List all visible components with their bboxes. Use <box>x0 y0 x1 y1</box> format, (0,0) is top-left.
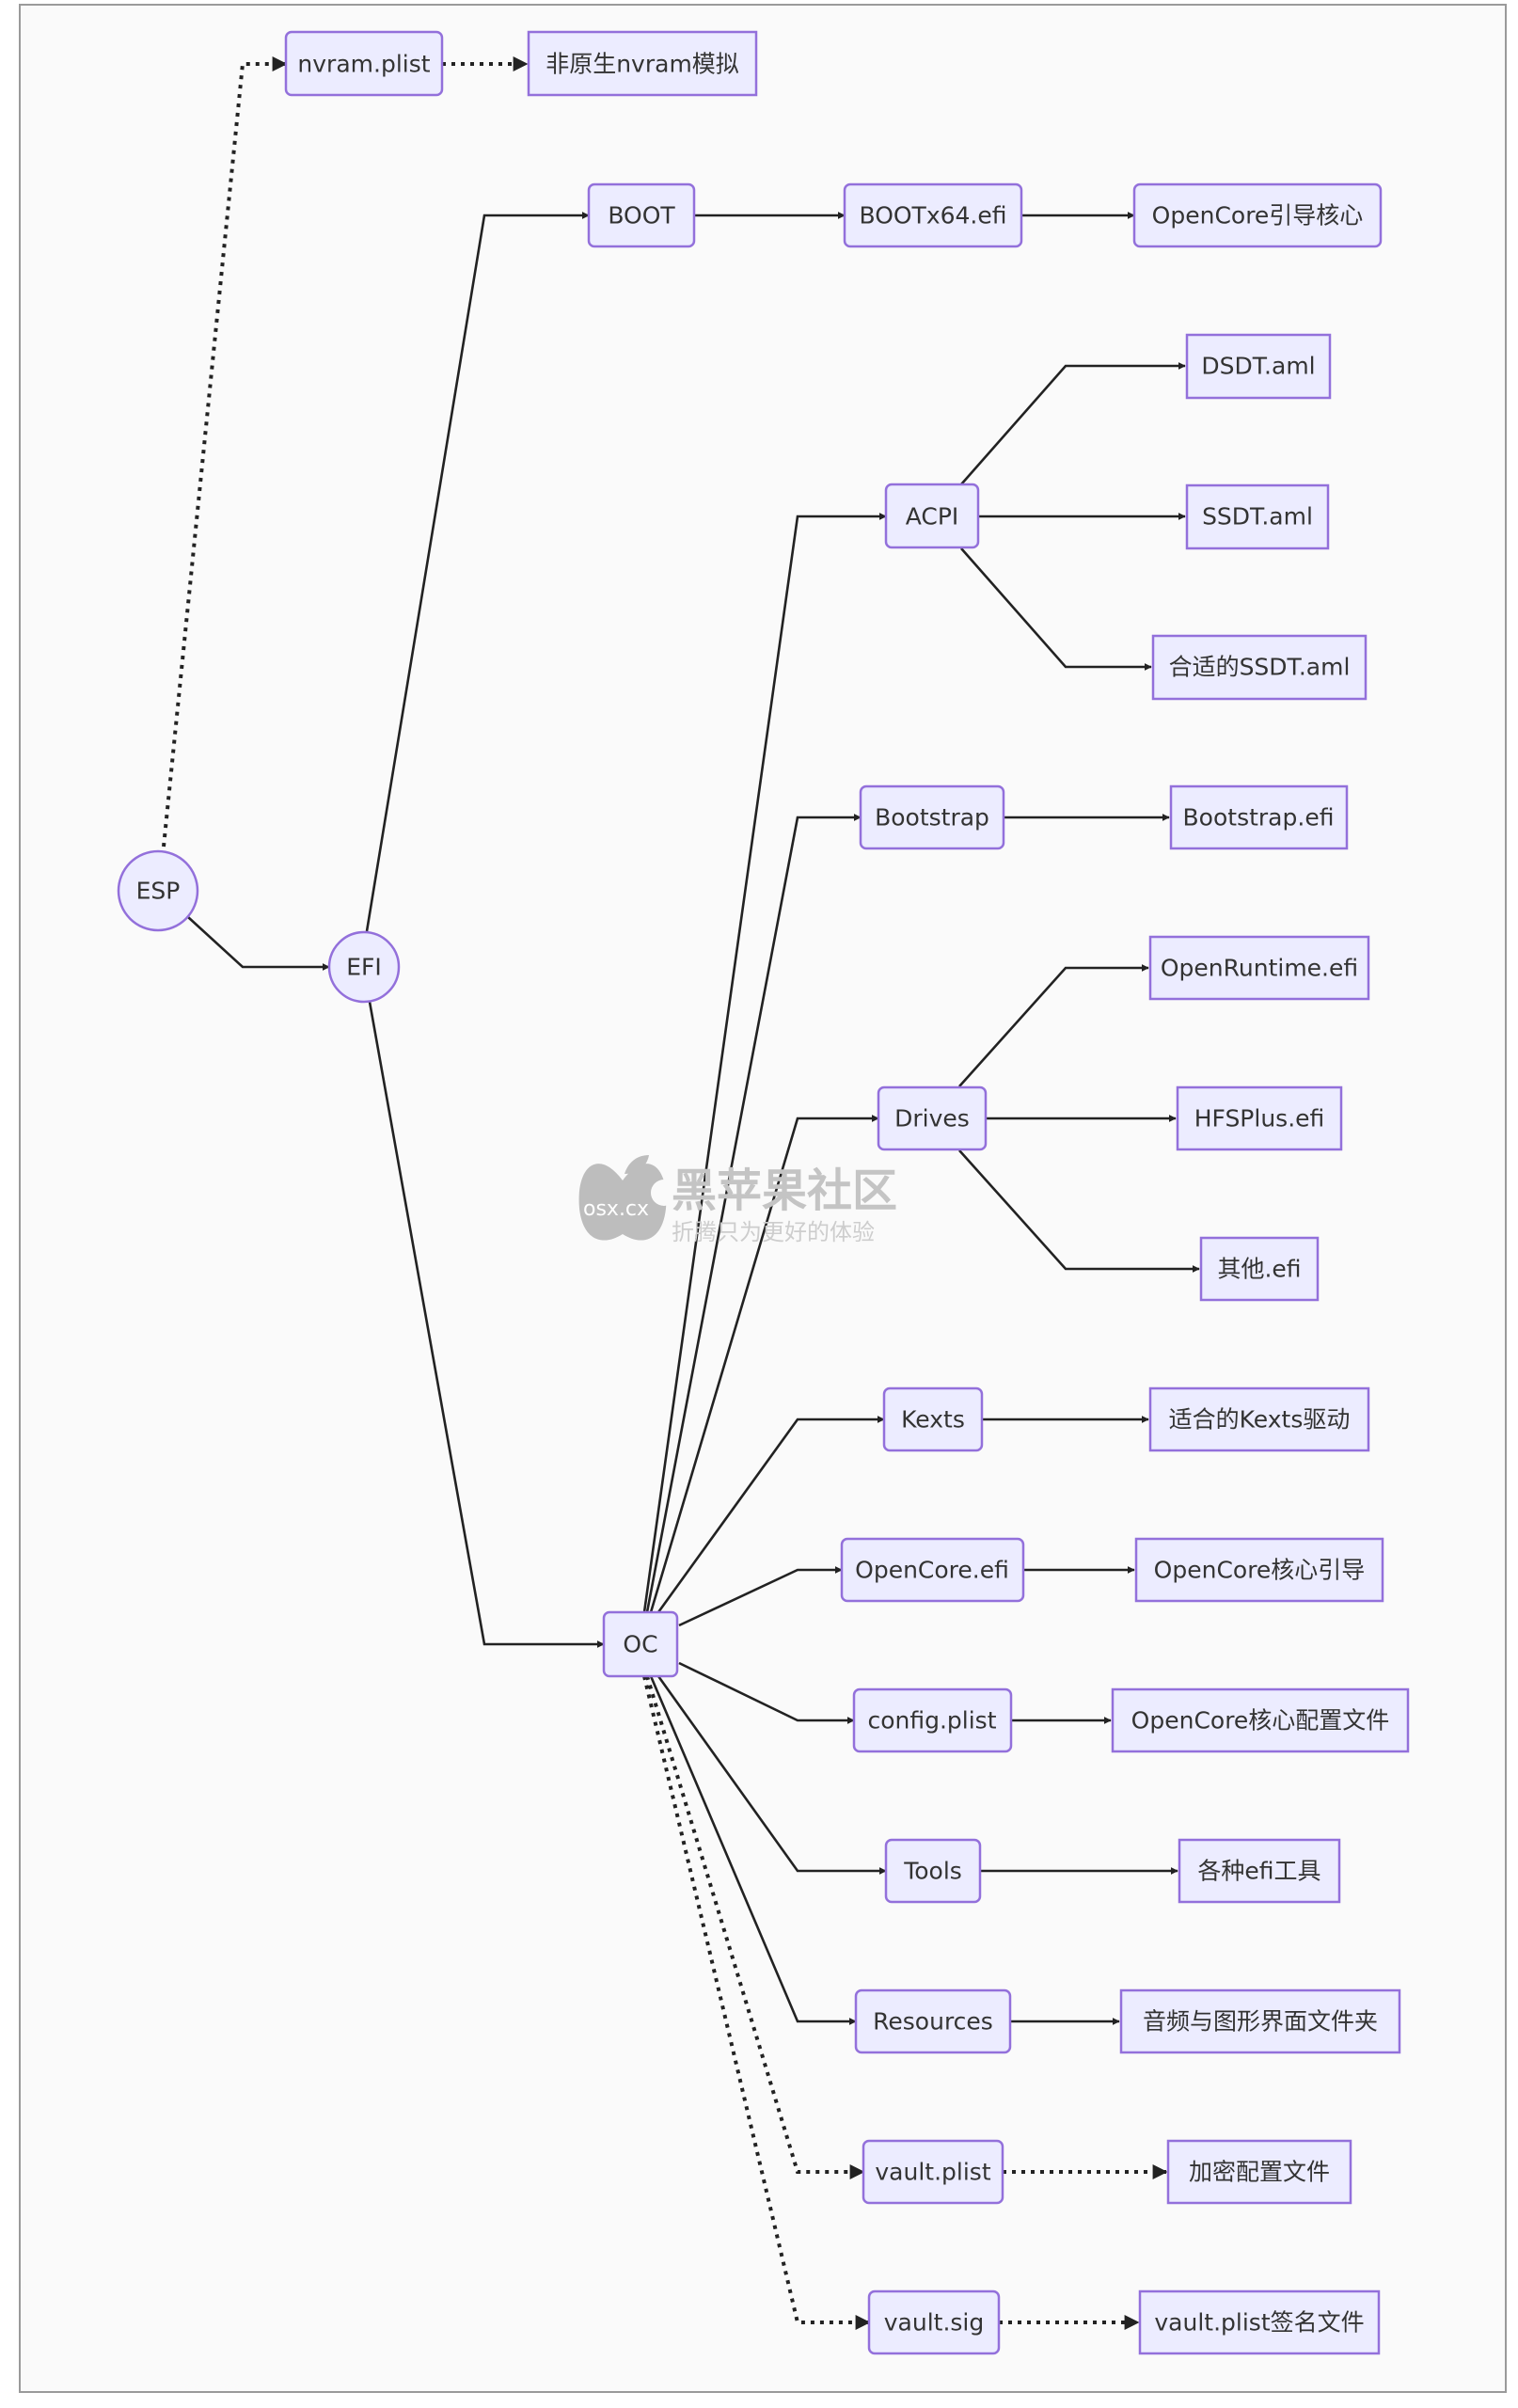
watermark-site-name: 黑苹果社区 <box>672 1164 897 1217</box>
node-efi[interactable]: EFI <box>327 930 401 1004</box>
node-nvram-plist-label: nvram.plist <box>297 51 430 78</box>
node-resources-label: Resources <box>873 2008 993 2036</box>
node-kexts-desc-label: 适合的Kexts驱动 <box>1169 1406 1351 1434</box>
edge-esp-nvram <box>162 56 288 848</box>
node-opencore-efi-label: OpenCore.efi <box>855 1557 1009 1584</box>
node-vault-plist-desc[interactable]: 加密配置文件 <box>1166 2139 1352 2205</box>
node-config-plist-label: config.plist <box>867 1707 996 1735</box>
node-opencore-efi-desc[interactable]: OpenCore核心引导 <box>1134 1537 1384 1603</box>
edge-oc-opencore-efi <box>678 1566 843 1627</box>
node-openruntime[interactable]: OpenRuntime.efi <box>1148 935 1370 1001</box>
edge-oc-vault-sig <box>642 1675 871 2330</box>
node-config-desc[interactable]: OpenCore核心配置文件 <box>1111 1687 1410 1753</box>
node-dsdt[interactable]: DSDT.aml <box>1185 333 1332 400</box>
node-hfsplus[interactable]: HFSPlus.efi <box>1176 1085 1343 1151</box>
edge-oc-bootstrap <box>645 814 862 1613</box>
node-boot-label: BOOT <box>608 202 675 230</box>
node-bootstrap-label: Bootstrap <box>875 804 989 832</box>
edge-oc-drives <box>649 1115 879 1613</box>
edge-acpi-dsdt <box>960 362 1186 485</box>
edge-efi-boot <box>365 212 590 932</box>
node-nvram-plist[interactable]: nvram.plist <box>284 30 444 97</box>
node-drives-label: Drives <box>894 1105 970 1133</box>
node-bootstrap-efi[interactable]: Bootstrap.efi <box>1169 784 1349 850</box>
node-bootx64[interactable]: BOOTx64.efi <box>843 182 1023 248</box>
node-bootx64-desc-label: OpenCore引导核心 <box>1152 202 1364 230</box>
node-tools-label: Tools <box>903 1858 962 1885</box>
node-bootstrap[interactable]: Bootstrap <box>859 784 1005 850</box>
edge-oc-config <box>678 1661 855 1724</box>
node-ssdt-fit[interactable]: 合适的SSDT.aml <box>1151 634 1368 701</box>
node-vault-plist-label: vault.plist <box>875 2159 990 2186</box>
edge-oc-resources <box>649 1675 857 2025</box>
node-nvram-desc-label: 非原生nvram模拟 <box>546 51 739 78</box>
node-other-efi[interactable]: 其他.efi <box>1199 1236 1320 1302</box>
node-resources-desc-label: 音频与图形界面文件夹 <box>1143 2008 1378 2036</box>
node-resources-desc[interactable]: 音频与图形界面文件夹 <box>1119 1988 1401 2054</box>
node-efi-label: EFI <box>346 954 382 981</box>
edge-esp-efi <box>187 916 330 971</box>
edge-oc-tools <box>656 1675 887 1875</box>
nodes: ESP EFI nvram.plist 非原生nvram模拟 BOOT BOOT… <box>117 30 1410 2355</box>
node-bootstrap-efi-label: Bootstrap.efi <box>1183 804 1335 832</box>
node-vault-sig-label: vault.sig <box>884 2309 985 2337</box>
node-vault-sig-desc[interactable]: vault.plist签名文件 <box>1138 2289 1381 2355</box>
edge-oc-kexts <box>656 1416 885 1613</box>
node-ssdt-fit-label: 合适的SSDT.aml <box>1169 654 1351 681</box>
node-kexts-desc[interactable]: 适合的Kexts驱动 <box>1148 1386 1370 1452</box>
node-acpi-label: ACPI <box>906 503 959 531</box>
node-resources[interactable]: Resources <box>854 1988 1012 2054</box>
node-bootx64-label: BOOTx64.efi <box>859 202 1006 230</box>
node-tools-desc-label: 各种efi工具 <box>1197 1858 1320 1885</box>
node-kexts[interactable]: Kexts <box>882 1386 984 1452</box>
node-tools-desc[interactable]: 各种efi工具 <box>1178 1838 1341 1904</box>
edge-efi-oc <box>368 1001 605 1648</box>
node-opencore-efi-desc-label: OpenCore核心引导 <box>1154 1557 1366 1584</box>
node-bootx64-desc[interactable]: OpenCore引导核心 <box>1132 182 1383 248</box>
node-vault-sig[interactable]: vault.sig <box>867 2289 1001 2355</box>
watermark-slogan: 折腾只为更好的体验 <box>672 1219 875 1245</box>
node-oc[interactable]: OC <box>602 1610 679 1678</box>
node-boot[interactable]: BOOT <box>587 182 696 248</box>
node-acpi[interactable]: ACPI <box>884 483 980 549</box>
edge-drives-openruntime <box>958 964 1149 1087</box>
watermark: osx.cx 黑苹果社区 折腾只为更好的体验 <box>578 1155 897 1245</box>
node-esp[interactable]: ESP <box>117 849 199 932</box>
edge-drives-other <box>958 1149 1200 1273</box>
node-config-plist[interactable]: config.plist <box>852 1687 1013 1753</box>
node-vault-sig-desc-label: vault.plist签名文件 <box>1154 2309 1364 2337</box>
node-openruntime-label: OpenRuntime.efi <box>1161 955 1358 982</box>
node-ssdt-label: SSDT.aml <box>1202 503 1313 531</box>
node-kexts-label: Kexts <box>901 1406 965 1434</box>
node-oc-label: OC <box>623 1631 657 1658</box>
node-opencore-efi[interactable]: OpenCore.efi <box>840 1537 1025 1603</box>
watermark-domain: osx.cx <box>583 1197 649 1221</box>
node-esp-label: ESP <box>136 878 181 905</box>
edge-oc-vault-plist <box>645 1675 865 2179</box>
edge-acpi-ssdtfit <box>960 547 1152 671</box>
edges <box>162 56 1200 2330</box>
node-nvram-desc[interactable]: 非原生nvram模拟 <box>527 30 758 97</box>
node-drives[interactable]: Drives <box>877 1085 988 1151</box>
node-other-efi-label: 其他.efi <box>1217 1256 1301 1283</box>
node-hfsplus-label: HFSPlus.efi <box>1194 1105 1325 1133</box>
node-dsdt-label: DSDT.aml <box>1201 353 1315 380</box>
node-ssdt[interactable]: SSDT.aml <box>1185 483 1330 550</box>
node-tools[interactable]: Tools <box>884 1838 982 1904</box>
node-vault-plist[interactable]: vault.plist <box>862 2139 1004 2205</box>
node-config-desc-label: OpenCore核心配置文件 <box>1131 1707 1390 1735</box>
edge-oc-acpi <box>642 513 887 1613</box>
apple-logo-icon <box>578 1155 677 1241</box>
node-vault-plist-desc-label: 加密配置文件 <box>1189 2159 1330 2186</box>
